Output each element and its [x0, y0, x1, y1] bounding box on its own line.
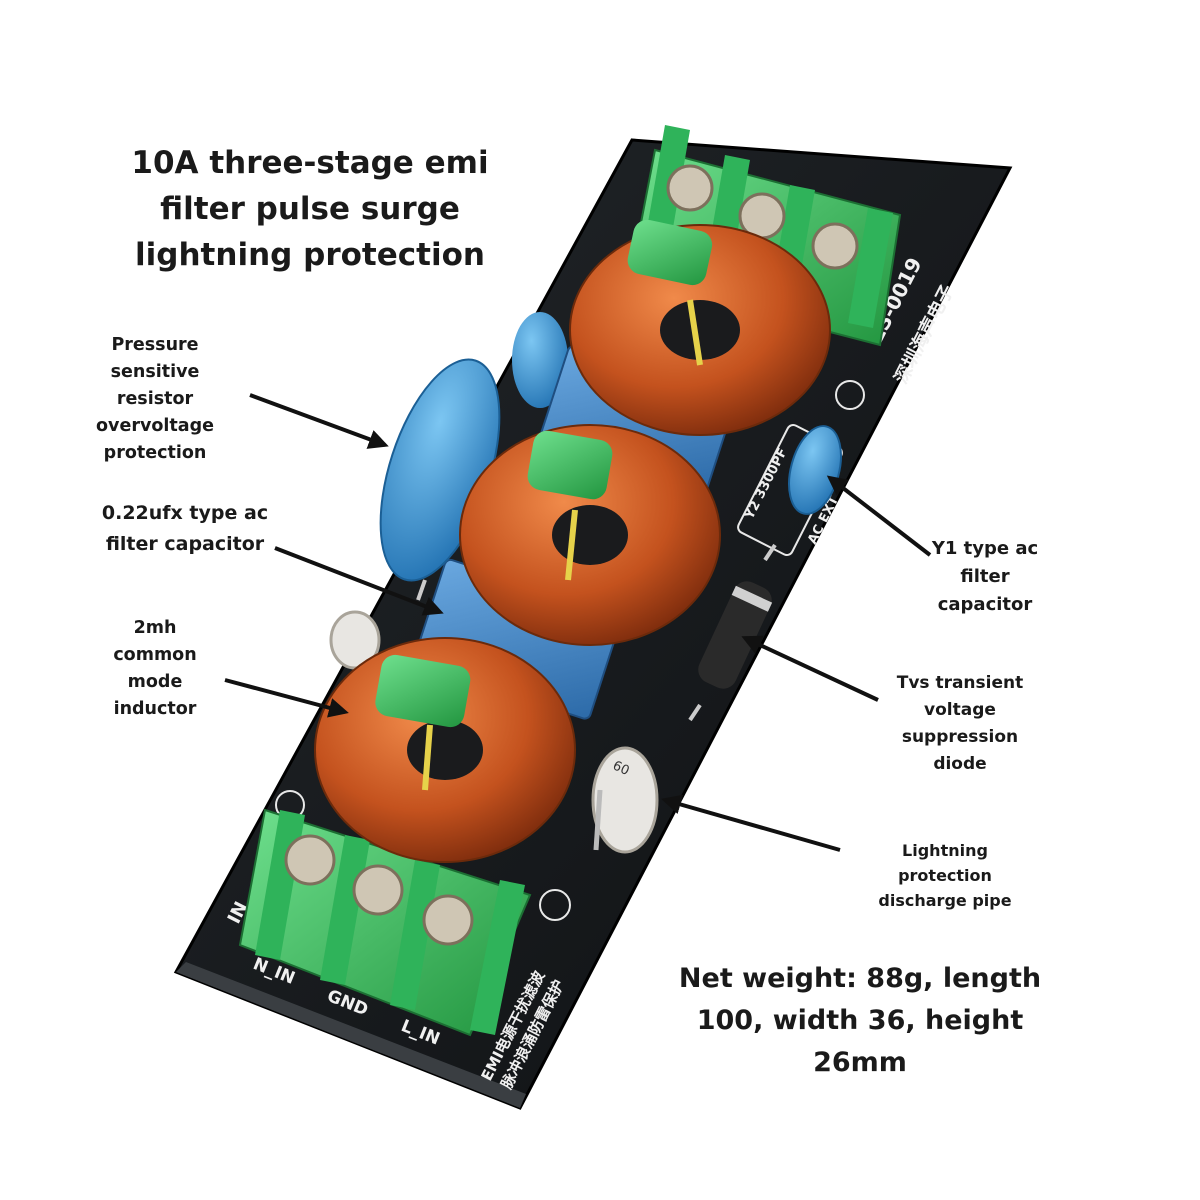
- arrow-varistor: [249, 393, 389, 449]
- callout-arrows: [224, 393, 932, 852]
- screw-icon: [422, 894, 474, 946]
- callout-x-capacitor: 0.22ufx type ac filter capacitor: [101, 502, 269, 555]
- inductor-bottom: [314, 637, 576, 863]
- mounting-hole-bottom: [539, 889, 571, 921]
- inductor-top: [569, 219, 831, 436]
- product-specs: Net weight: 88g, length 100, width 36, h…: [678, 963, 1042, 1078]
- screw-icon: [284, 834, 336, 886]
- screw-icon: [811, 222, 859, 270]
- inductor-middle: [459, 424, 721, 646]
- callout-tvs-diode: Tvs transient voltage suppression diode: [896, 673, 1024, 774]
- mounting-hole-top: [835, 380, 865, 410]
- discharge-tube-main: 60: [591, 746, 659, 854]
- screw-icon: [352, 864, 404, 916]
- pcb-edge: [176, 962, 526, 1108]
- small-blue-capacitor: [512, 312, 568, 408]
- tvs-diode: [688, 543, 777, 722]
- arrow-discharge-tube: [661, 794, 841, 852]
- callout-inductor: 2mh common mode inductor: [113, 618, 197, 719]
- gdt-marking: 60: [610, 758, 631, 779]
- product-title: 10A three-stage emi filter pulse surge l…: [131, 145, 489, 273]
- arrow-inductor: [224, 678, 349, 718]
- screw-icon: [666, 164, 714, 212]
- callout-discharge-tube: Lightning protection discharge pipe: [878, 841, 1012, 910]
- terminal-block-input: [238, 808, 532, 1037]
- callout-varistor: Pressure sensitive resistor overvoltage …: [96, 335, 214, 463]
- arrow-tvs-diode: [741, 635, 879, 702]
- arrow-y1-capacitor: [826, 475, 932, 557]
- arrow-x-capacitor: [274, 546, 444, 616]
- callout-y1-capacitor: Y1 type ac filter capacitor: [931, 538, 1039, 615]
